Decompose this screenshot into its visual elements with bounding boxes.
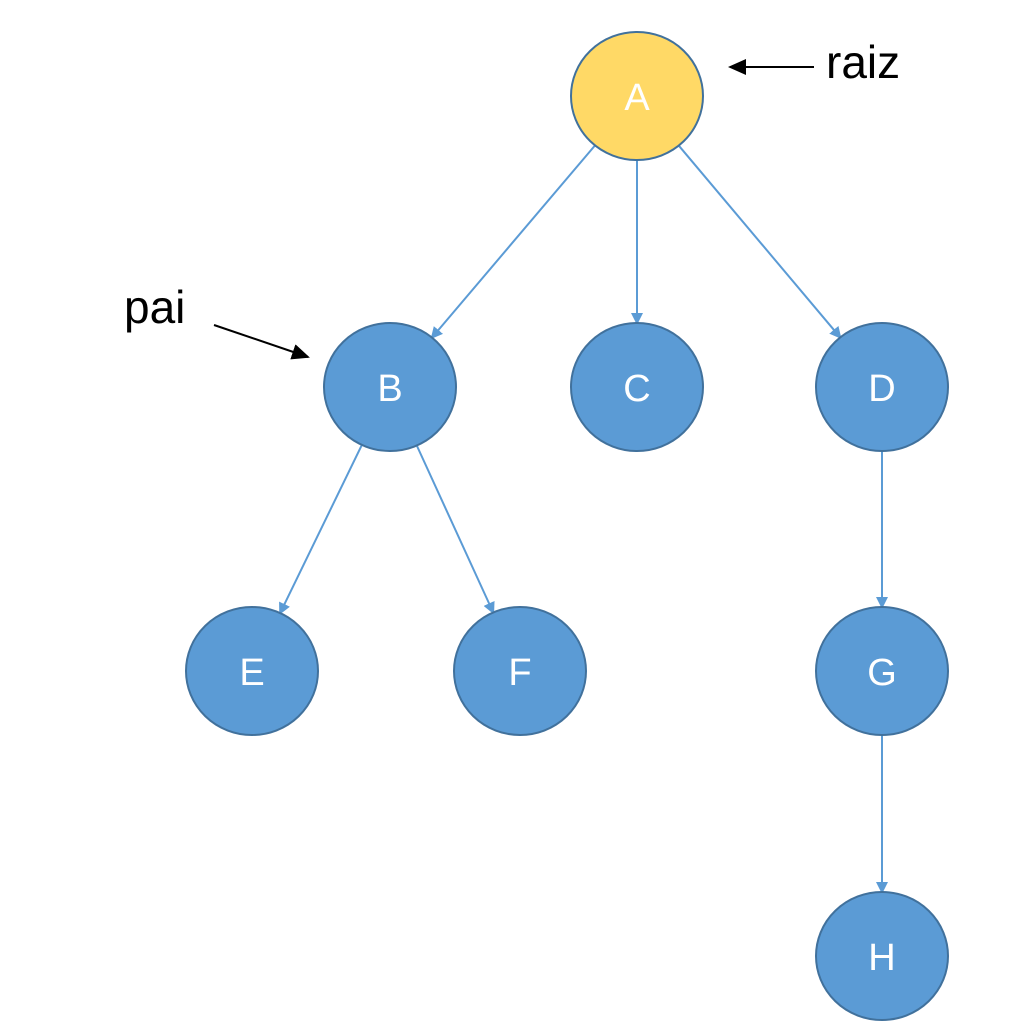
node-e-label: E [239,652,264,694]
node-d: D [815,322,949,452]
node-a: A [570,31,704,161]
annotation-raiz-label: raiz [826,36,900,88]
node-h-circle [815,891,949,1021]
node-a-circle [570,31,704,161]
annotation-pai-arrow [213,324,310,360]
node-c: C [570,322,704,452]
annotation-pai-label: pai [124,281,185,333]
node-a-label: A [624,77,650,119]
node-b-label: B [377,368,402,410]
nodes-layer: A B C D E F G H [185,31,949,1021]
node-g-circle [815,606,949,736]
node-g-label: G [867,652,897,694]
node-e-circle [185,606,319,736]
edges-layer [279,144,888,894]
node-h-label: H [868,937,895,979]
node-e: E [185,606,319,736]
node-g: G [815,606,949,736]
node-f: F [453,606,587,736]
edge-a-d [677,144,842,339]
node-b-circle [323,322,457,452]
edge-b-e [279,444,363,615]
node-h: H [815,891,949,1021]
node-f-circle [453,606,587,736]
node-d-circle [815,322,949,452]
node-c-circle [570,322,704,452]
annotation-pai: pai [124,281,310,360]
node-f-label: F [508,652,531,694]
edge-a-b [430,144,596,340]
annotations-layer: raiz pai [124,36,900,360]
node-b: B [323,322,457,452]
node-d-label: D [868,368,895,410]
edge-b-f [415,445,495,615]
annotation-raiz: raiz [728,36,900,88]
node-c-label: C [623,368,650,410]
